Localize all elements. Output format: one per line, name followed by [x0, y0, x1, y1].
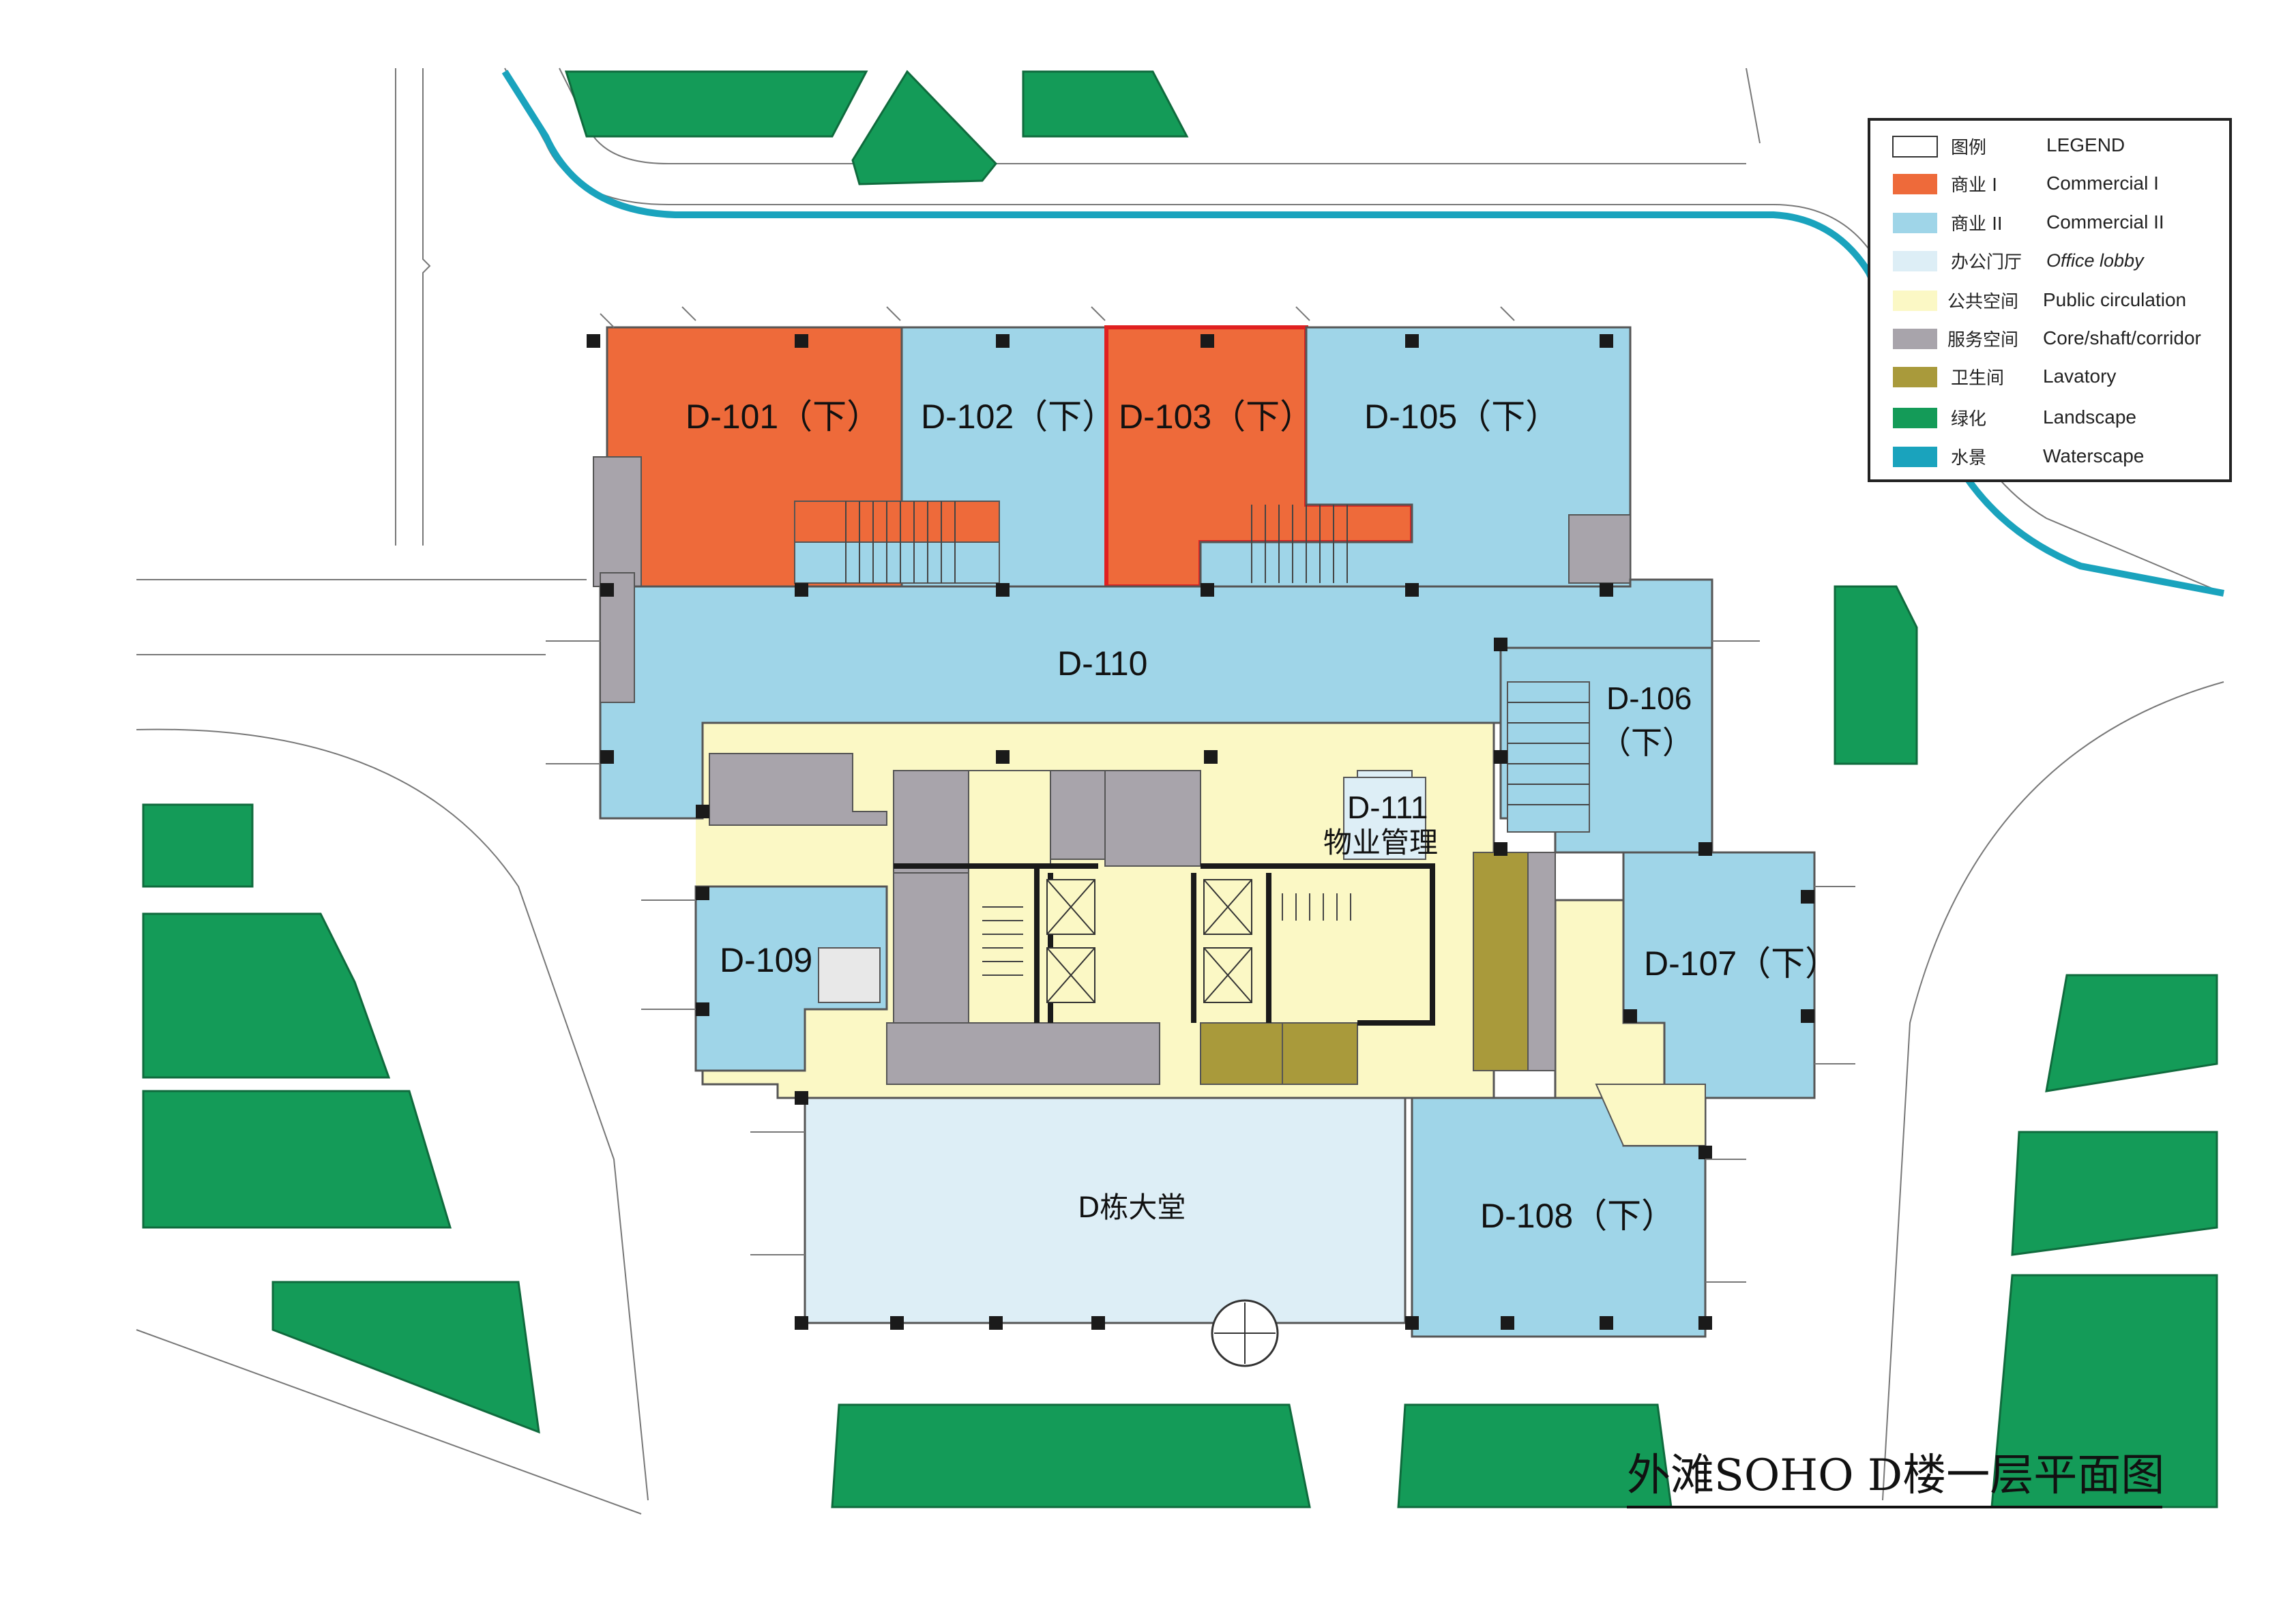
legend-swatch-water	[1893, 447, 1937, 467]
legend-cn-0: 商业 I	[1951, 175, 1997, 196]
label-d103: D-103（下）	[1119, 398, 1314, 436]
legend-swatch-public	[1893, 291, 1937, 311]
landscape-patch	[1022, 70, 1189, 138]
label-d108: D-108（下）	[1480, 1197, 1675, 1235]
stair	[794, 501, 1348, 584]
landscape-patch	[1990, 1274, 2218, 1508]
landscape-patch	[142, 803, 254, 888]
label-d101: D-101（下）	[686, 398, 881, 436]
landscape-patch	[142, 912, 391, 1079]
service-shaft	[818, 947, 881, 1003]
landscape-patch	[271, 1281, 540, 1434]
room-d105[interactable]	[1199, 326, 1632, 588]
waterscape-channel	[501, 70, 2224, 597]
legend-en-7: Waterscape	[2043, 445, 2144, 466]
legend-swatch-header	[1892, 136, 1938, 158]
legend-cn-6: 绿化	[1951, 409, 1986, 430]
landscape-patch	[831, 1403, 1311, 1508]
label-d111-sub: 物业管理	[1323, 826, 1438, 859]
legend-header-en: LEGEND	[2046, 134, 2125, 155]
stair	[1507, 681, 1590, 833]
label-d106: D-106	[1606, 681, 1692, 716]
room-lobby[interactable]	[804, 1097, 1407, 1324]
label-d109: D-109	[720, 941, 812, 979]
legend-cn-4: 服务空间	[1947, 330, 2018, 351]
legend-swatch-commercial1	[1893, 174, 1937, 194]
label-d110: D-110	[1057, 644, 1147, 683]
legend-swatch-lavatory	[1893, 367, 1937, 387]
label-lobby: D栋大堂	[1078, 1191, 1186, 1224]
landscape-areas	[142, 70, 2218, 1508]
service-shaft	[593, 456, 642, 587]
legend-swatch-lobby	[1893, 251, 1937, 271]
landscape-patch	[2011, 1131, 2218, 1256]
room-d109[interactable]	[694, 885, 888, 1072]
service-corridor	[709, 753, 887, 826]
room-d111[interactable]	[1343, 777, 1426, 860]
service-shaft	[1568, 514, 1631, 584]
legend-swatch-landscape	[1893, 408, 1937, 428]
legend-en-0: Commercial I	[2046, 173, 2159, 194]
legend: 图例 LEGEND 商业 I Commercial I 商业 II Commer…	[1868, 118, 2232, 482]
columns	[587, 334, 1814, 1330]
label-d105: D-105（下）	[1364, 398, 1559, 436]
legend-cn-7: 水景	[1951, 448, 1986, 468]
legend-en-4: Core/shaft/corridor	[2043, 327, 2201, 348]
legend-cn-2: 办公门厅	[1951, 252, 2022, 273]
landscape-patch	[142, 1090, 452, 1229]
landscape-patch	[2045, 974, 2218, 1092]
facade-fins	[546, 306, 1855, 1283]
label-d107: D-107（下）	[1644, 944, 1839, 983]
label-d106-sub: （下）	[1600, 725, 1694, 760]
landscape-patch	[1834, 585, 1918, 765]
label-d111: D-111	[1347, 790, 1428, 825]
landscape-patch	[851, 70, 997, 185]
legend-en-3: Public circulation	[2043, 289, 2186, 310]
legend-en-1: Commercial II	[2046, 211, 2164, 233]
legend-cn-1: 商业 II	[1951, 214, 2003, 235]
landscape-patch	[564, 70, 868, 138]
plan-title: 外滩SOHO D楼一层平面图	[1627, 1450, 2164, 1501]
legend-cn-3: 公共空间	[1947, 292, 2018, 312]
label-d102: D-102（下）	[921, 398, 1116, 436]
legend-en-2: Office lobby	[2046, 250, 2145, 271]
legend-swatch-commercial2	[1893, 213, 1937, 233]
legend-swatch-service	[1893, 329, 1937, 349]
legend-header-cn: 图例	[1951, 138, 1986, 158]
legend-en-6: Landscape	[2043, 406, 2136, 428]
legend-cn-5: 卫生间	[1951, 368, 2004, 389]
legend-en-5: Lavatory	[2043, 366, 2116, 387]
